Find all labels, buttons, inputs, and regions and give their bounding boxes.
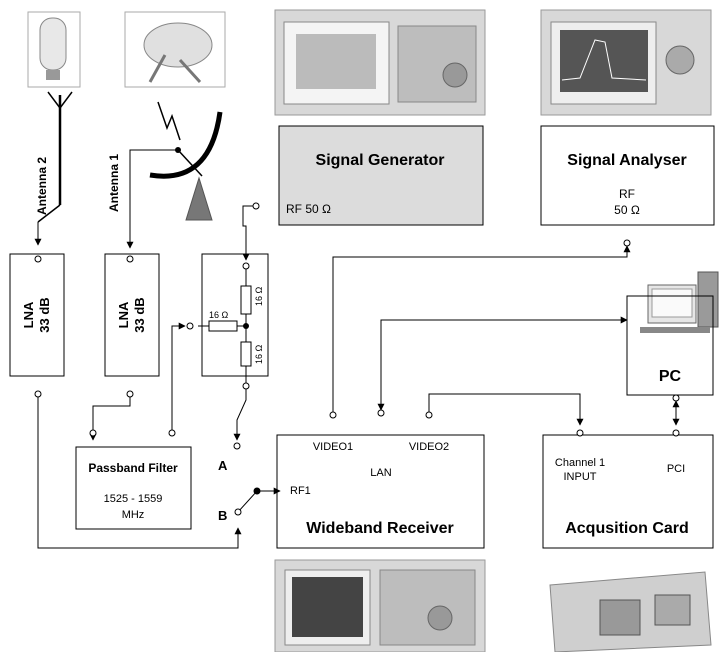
lna2-label: LNA <box>21 301 36 328</box>
splitter-bottom-resistor-label: 16 Ω <box>254 344 264 364</box>
omni-antenna-photo <box>27 11 81 88</box>
splitter-junction-dot <box>243 323 249 329</box>
lan-port-label: LAN <box>370 467 391 479</box>
splitter-top-resistor-label: 16 Ω <box>254 286 264 306</box>
signal-analyser-photo <box>540 9 712 116</box>
channel1-input-label: INPUT <box>564 471 597 483</box>
passband-filter-title: Passband Filter <box>88 461 178 475</box>
pc-title: PC <box>659 368 682 385</box>
acquisition-card-photo <box>549 571 712 652</box>
pci-port-label: PCI <box>667 463 685 475</box>
passband-filter-unit: MHz <box>122 509 145 521</box>
connection-wires <box>34 149 680 549</box>
antenna2-label: Antenna 2 <box>35 157 49 215</box>
switch-a-label: A <box>218 458 228 473</box>
splitter-network <box>198 264 252 384</box>
signal-generator-title: Signal Generator <box>316 152 445 169</box>
lna2-gain: 33 dB <box>37 297 52 332</box>
signal-analyser-title: Signal Analyser <box>567 152 686 169</box>
port-circles <box>34 202 680 516</box>
switch-pivot-dot <box>253 487 261 495</box>
signal-generator-block <box>278 125 484 226</box>
passband-filter-range: 1525 - 1559 <box>104 493 163 505</box>
lna2-block <box>9 253 65 377</box>
lna1-label: LNA <box>116 301 131 328</box>
lna1-gain: 33 dB <box>132 297 147 332</box>
passband-filter-block <box>75 446 192 530</box>
pc-photo <box>640 271 719 333</box>
signal-generator-photo <box>274 9 486 116</box>
switch-b-label: B <box>218 508 227 523</box>
antenna1-label: Antenna 1 <box>107 154 121 212</box>
splitter-block <box>201 253 269 377</box>
signal-analyser-port-line1: RF <box>619 187 635 201</box>
wideband-receiver-title: Wideband Receiver <box>306 520 453 537</box>
acquisition-card-block <box>542 434 714 549</box>
signal-generator-port-label: RF 50 Ω <box>286 202 331 216</box>
splitter-input-resistor-label: 16 Ω <box>209 310 229 320</box>
acquisition-card-title: Acqusition Card <box>565 520 689 537</box>
wideband-receiver-block <box>276 434 485 549</box>
rf1-port-label: RF1 <box>290 485 311 497</box>
signal-analyser-port-line2: 50 Ω <box>614 203 640 217</box>
video2-port-label: VIDEO2 <box>409 441 449 453</box>
wideband-receiver-photo <box>274 559 486 652</box>
video1-port-label: VIDEO1 <box>313 441 353 453</box>
dish-antenna-photo <box>124 11 226 88</box>
lna1-block <box>104 253 160 377</box>
signal-analyser-block <box>540 125 715 226</box>
dish-antenna-symbol <box>149 101 223 221</box>
antenna2-symbol <box>37 91 73 223</box>
channel1-label: Channel 1 <box>555 457 605 469</box>
